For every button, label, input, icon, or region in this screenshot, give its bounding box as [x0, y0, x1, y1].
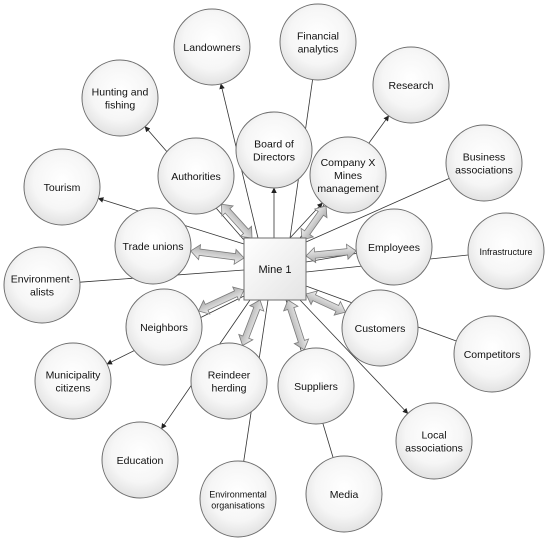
node-circle	[355, 208, 433, 286]
node-circle	[114, 207, 192, 285]
node-neighbors: Neighbors	[125, 288, 203, 366]
node-label: associations	[405, 443, 463, 455]
node-label: organisations	[211, 501, 265, 511]
node-label: Research	[389, 80, 434, 92]
double-arrow-employees	[305, 243, 357, 264]
node-label: Environmental	[209, 490, 267, 500]
connector-business-assoc	[305, 178, 450, 243]
node-circle	[125, 288, 203, 366]
node-label: Business	[463, 152, 506, 164]
node-label: Authorities	[171, 171, 221, 183]
node-circle	[101, 421, 179, 499]
node-label: Education	[117, 455, 164, 467]
node-label: Suppliers	[294, 381, 338, 393]
node-circle	[157, 137, 235, 215]
node-label: Trade unions	[123, 241, 184, 253]
node-circle	[395, 402, 473, 480]
node-label: Customers	[355, 323, 406, 335]
node-label: associations	[455, 165, 513, 177]
wide-arrow-layer	[190, 203, 357, 351]
double-arrow-neighbors	[197, 286, 245, 315]
node-competitors: Competitors	[453, 315, 531, 393]
node-trade-unions: Trade unions	[114, 207, 192, 285]
node-environmentalists: Environment-alists	[3, 246, 81, 324]
node-circle	[309, 136, 387, 214]
node-circle	[467, 212, 545, 290]
hub-label: Mine 1	[258, 264, 291, 276]
node-label: fishing	[105, 100, 136, 112]
node-media: Media	[305, 455, 383, 533]
node-label: Reindeer	[208, 370, 251, 382]
node-suppliers: Suppliers	[277, 347, 355, 425]
node-label: Company X	[321, 157, 376, 169]
node-label: Municipality	[46, 370, 102, 382]
double-arrow-suppliers	[282, 299, 310, 351]
node-circle	[445, 124, 523, 202]
node-circle	[341, 289, 419, 367]
node-tourism: Tourism	[23, 148, 101, 226]
node-circle	[235, 111, 313, 189]
node-label: Mines	[334, 170, 362, 182]
node-research: Research	[372, 46, 450, 124]
node-circle	[305, 455, 383, 533]
node-employees: Employees	[355, 208, 433, 286]
node-circle	[453, 315, 531, 393]
node-label: Neighbors	[140, 322, 188, 334]
node-circle	[372, 46, 450, 124]
double-arrow-customers	[305, 290, 347, 316]
connector-local-assoc	[299, 299, 409, 414]
node-circle	[190, 342, 268, 420]
node-circle	[199, 460, 277, 538]
hub-box	[243, 237, 307, 301]
node-circle	[3, 246, 81, 324]
node-customers: Customers	[341, 289, 419, 367]
node-label: Tourism	[44, 182, 81, 194]
node-infrastructure: Infrastructure	[467, 212, 545, 290]
node-label: alists	[30, 287, 54, 299]
hub-layer: Mine 1	[243, 237, 307, 301]
node-label: citizens	[55, 383, 90, 395]
node-label: Financial	[297, 31, 339, 43]
node-label: Employees	[368, 242, 420, 254]
node-label: Infrastructure	[479, 247, 532, 257]
node-label: management	[317, 183, 378, 195]
node-label: Board of	[254, 139, 294, 151]
node-circle	[279, 3, 357, 81]
node-circle	[34, 342, 112, 420]
node-landowners: Landowners	[173, 8, 251, 86]
node-circle	[23, 148, 101, 226]
node-authorities: Authorities	[157, 137, 235, 215]
node-layer: LandownersFinancialanalyticsResearchHunt…	[3, 3, 545, 538]
node-circle	[277, 347, 355, 425]
node-label: analytics	[298, 44, 339, 56]
node-circle	[173, 8, 251, 86]
node-label: Landowners	[183, 42, 240, 54]
node-label: Hunting and	[92, 87, 149, 99]
node-label: Environment-	[11, 274, 74, 286]
double-arrow-trade-unions	[190, 243, 245, 266]
node-label: Local	[421, 430, 446, 442]
node-education: Education	[101, 421, 179, 499]
node-label: Directors	[253, 152, 295, 164]
node-label: herding	[211, 383, 246, 395]
node-label: Competitors	[464, 349, 521, 361]
node-label: Media	[330, 489, 359, 501]
node-circle	[81, 59, 159, 137]
double-arrow-authorities	[221, 203, 253, 239]
